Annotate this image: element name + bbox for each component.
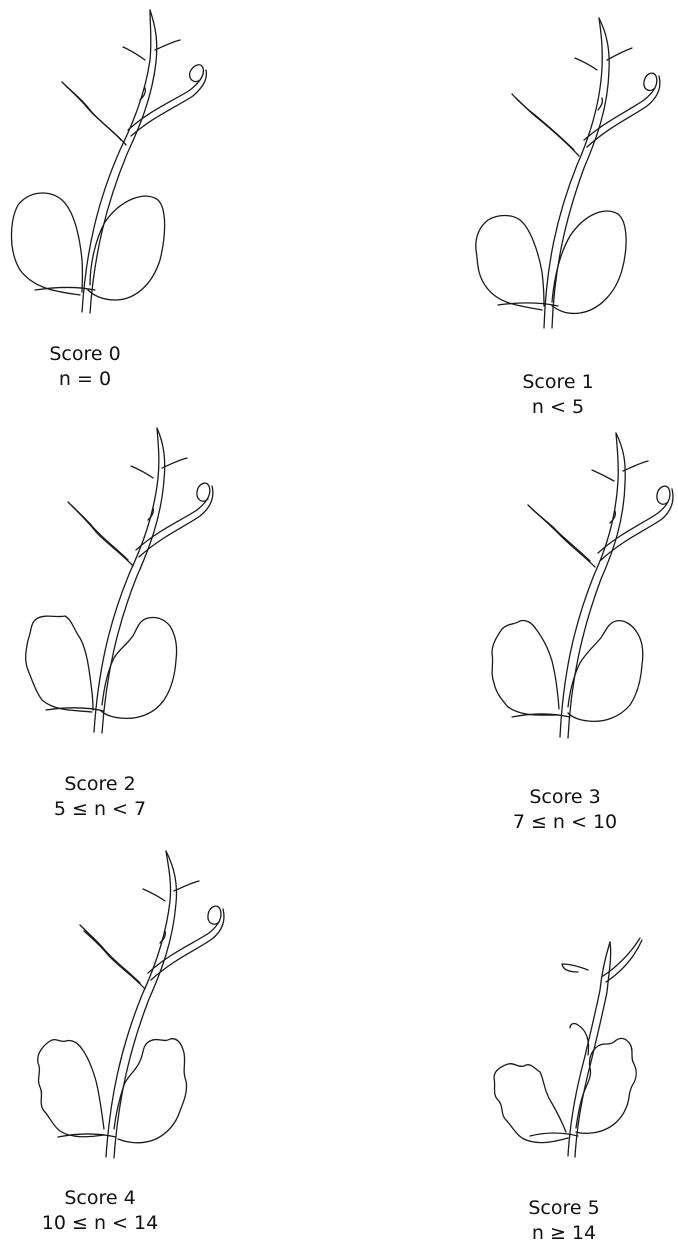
caption-score-5: Score 5 n ≥ 14	[464, 1196, 664, 1246]
panel-score-2: Score 2 5 ≤ n < 7	[10, 420, 339, 837]
caption-score-4: Score 4 10 ≤ n < 14	[0, 1186, 200, 1236]
panel-score-5: Score 5 n ≥ 14	[478, 930, 678, 1251]
caption-score-1: Score 1 n < 5	[458, 370, 658, 420]
score-label: Score 4	[0, 1186, 200, 1211]
range-label: n < 5	[458, 395, 658, 420]
score-label: Score 5	[464, 1196, 664, 1221]
score-label: Score 1	[458, 370, 658, 395]
panel-score-3: Score 3 7 ≤ n < 10	[478, 425, 678, 842]
range-label: 10 ≤ n < 14	[0, 1211, 200, 1236]
caption-score-3: Score 3 7 ≤ n < 10	[465, 785, 665, 835]
score-label: Score 3	[465, 785, 665, 810]
seedling-drawing-score-3	[478, 425, 678, 842]
panel-score-4: Score 4 10 ≤ n < 14	[20, 845, 339, 1251]
seedling-drawing-score-1	[462, 10, 678, 427]
score-label: Score 2	[0, 772, 200, 797]
panel-score-0: Score 0 n = 0	[0, 0, 339, 417]
range-label: n = 0	[0, 367, 185, 392]
caption-score-0: Score 0 n = 0	[0, 342, 185, 392]
range-label: n ≥ 14	[464, 1221, 664, 1246]
range-label: 7 ≤ n < 10	[465, 810, 665, 835]
panel-score-1: Score 1 n < 5	[462, 10, 678, 427]
caption-score-2: Score 2 5 ≤ n < 7	[0, 772, 200, 822]
range-label: 5 ≤ n < 7	[0, 797, 200, 822]
score-label: Score 0	[0, 342, 185, 367]
